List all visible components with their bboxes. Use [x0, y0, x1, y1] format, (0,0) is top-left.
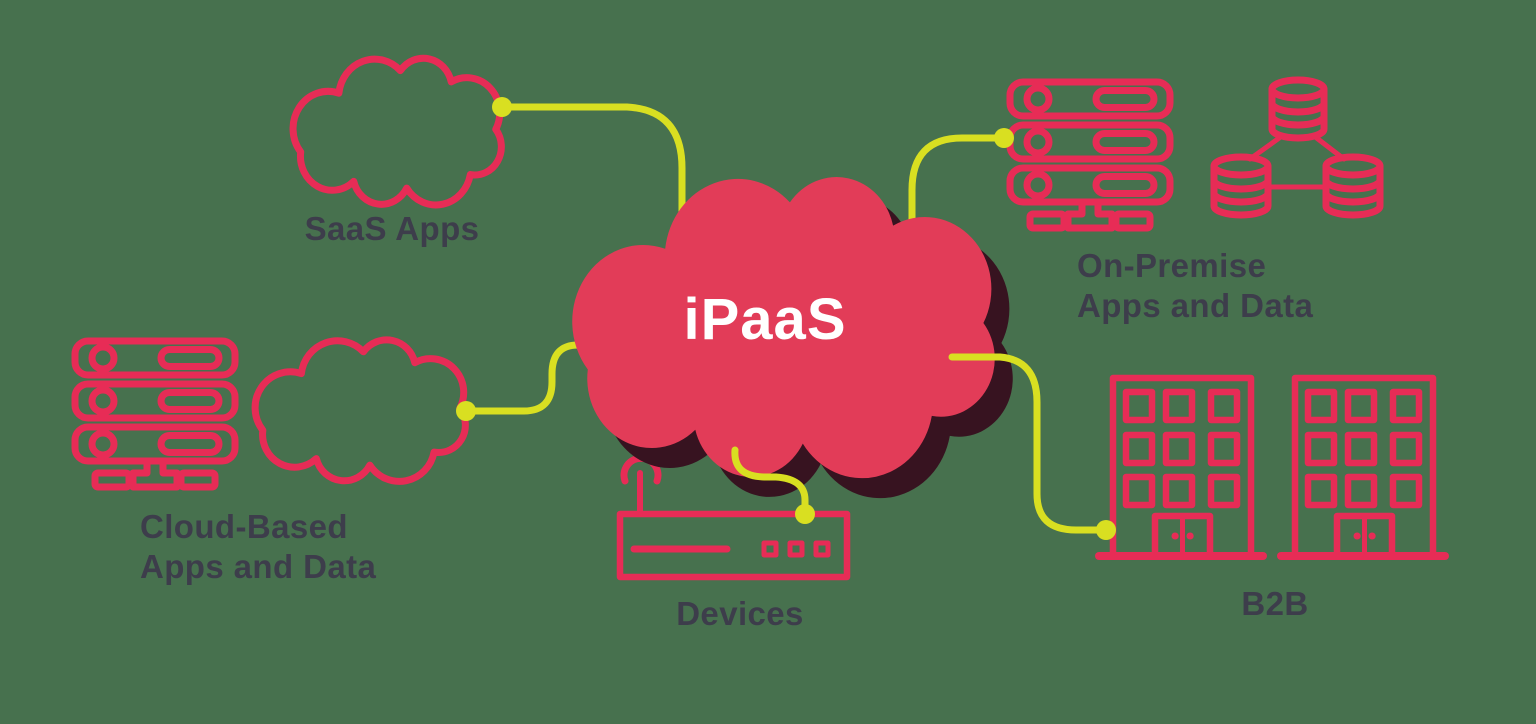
cloud-based-cloud-outline-icon [255, 340, 465, 481]
database-cluster-icon [1210, 76, 1384, 219]
connector-cloud-based [462, 341, 644, 415]
saas-cloud-outline-icon [293, 58, 501, 205]
cloud-based-server-stack-icon [75, 341, 235, 487]
b2b-building-icon-2 [1281, 378, 1445, 556]
saas-apps-label: SaaS Apps [304, 210, 480, 247]
connector-dot-saas [492, 97, 512, 117]
connector-b2b [948, 353, 1108, 534]
b2b-label: B2B [1241, 585, 1309, 622]
connector-on-premise [908, 134, 1006, 284]
connector-dot-devices [795, 504, 815, 524]
connector-saas [498, 103, 686, 284]
b2b-building-icon-1 [1099, 378, 1263, 556]
cloud-based-label-line1: Cloud-Based [140, 508, 348, 545]
connector-dot-cloud-based [456, 401, 476, 421]
cloud-based-label: Cloud-Based Apps and Data [140, 507, 376, 587]
connector-dot-b2b [1096, 520, 1116, 540]
on-premise-label-line2: Apps and Data [1077, 287, 1314, 324]
ipaas-title: iPaaS [683, 287, 847, 352]
cloud-based-label-line2: Apps and Data [140, 548, 377, 585]
devices-label: Devices [676, 595, 804, 632]
on-premise-label-line1: On-Premise [1077, 247, 1267, 284]
connector-devices [731, 446, 809, 516]
on-premise-server-stack-icon [1010, 82, 1170, 228]
on-premise-label: On-Premise Apps and Data [1077, 246, 1313, 326]
connector-dot-on-premise [994, 128, 1014, 148]
